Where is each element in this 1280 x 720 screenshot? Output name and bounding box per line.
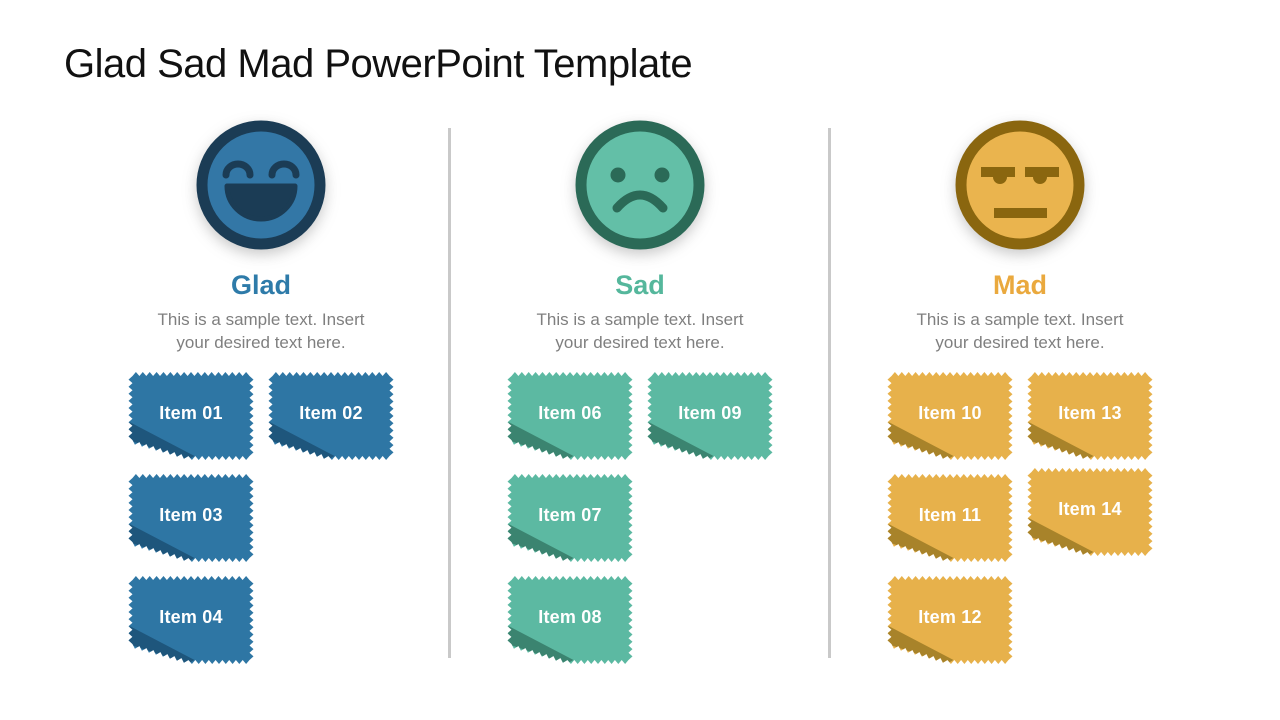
sticky-note: Item 12 bbox=[887, 576, 1013, 664]
column-divider bbox=[448, 128, 451, 658]
column-description: This is a sample text. Insert your desir… bbox=[536, 310, 744, 353]
sticky-note-label: Item 09 bbox=[678, 402, 742, 423]
column-divider bbox=[828, 128, 831, 658]
column-glad: Glad This is a sample text. Insert your … bbox=[71, 120, 451, 664]
sticky-note-label: Item 06 bbox=[538, 402, 602, 423]
sticky-note-label: Item 04 bbox=[159, 606, 223, 627]
sticky-note: Item 07 bbox=[507, 474, 633, 562]
sticky-note: Item 02 bbox=[268, 372, 394, 460]
unamused-face-icon bbox=[955, 120, 1085, 250]
sticky-note: Item 10 bbox=[887, 372, 1013, 460]
notes-grid: Item 01 Item 02 Item 03 Item 04 bbox=[128, 372, 394, 664]
sticky-note-label: Item 11 bbox=[918, 504, 982, 525]
frowning-face-icon bbox=[575, 120, 705, 250]
sticky-note: Item 13 bbox=[1027, 372, 1153, 460]
laughing-face-icon bbox=[196, 120, 326, 250]
sticky-note: Item 11 bbox=[887, 474, 1013, 562]
column-title: Glad bbox=[230, 270, 291, 300]
sticky-note-label: Item 02 bbox=[299, 402, 363, 423]
sticky-note-label: Item 03 bbox=[159, 504, 223, 525]
slide-title: Glad Sad Mad PowerPoint Template bbox=[64, 42, 693, 86]
notes-grid: Item 06 Item 09 Item 07 Item 08 bbox=[507, 372, 773, 664]
sticky-note: Item 08 bbox=[507, 576, 633, 664]
sticky-note: Item 03 bbox=[128, 474, 254, 562]
column-sad: Sad This is a sample text. Insert your d… bbox=[450, 120, 830, 664]
sticky-note-label: Item 12 bbox=[918, 606, 982, 627]
sticky-note: Item 01 bbox=[128, 372, 254, 460]
sticky-note-label: Item 01 bbox=[159, 402, 223, 423]
sticky-note-label: Item 10 bbox=[918, 402, 982, 423]
notes-grid: Item 10 Item 13 Item 11 Item 14 Item 12 bbox=[887, 372, 1153, 664]
column-title: Mad bbox=[993, 270, 1047, 300]
sticky-note-label: Item 08 bbox=[538, 606, 602, 627]
sticky-note: Item 09 bbox=[647, 372, 773, 460]
column-title: Sad bbox=[615, 270, 665, 300]
sticky-note-label: Item 13 bbox=[1058, 402, 1122, 423]
column-description: This is a sample text. Insert your desir… bbox=[157, 310, 365, 353]
column-mad: Mad This is a sample text. Insert your d… bbox=[830, 120, 1210, 664]
sticky-note: Item 06 bbox=[507, 372, 633, 460]
column-description: This is a sample text. Insert your desir… bbox=[916, 310, 1124, 353]
sticky-note-label: Item 14 bbox=[1058, 498, 1122, 519]
sticky-note: Item 14 bbox=[1027, 468, 1153, 556]
sticky-note: Item 04 bbox=[128, 576, 254, 664]
sticky-note-label: Item 07 bbox=[538, 504, 602, 525]
